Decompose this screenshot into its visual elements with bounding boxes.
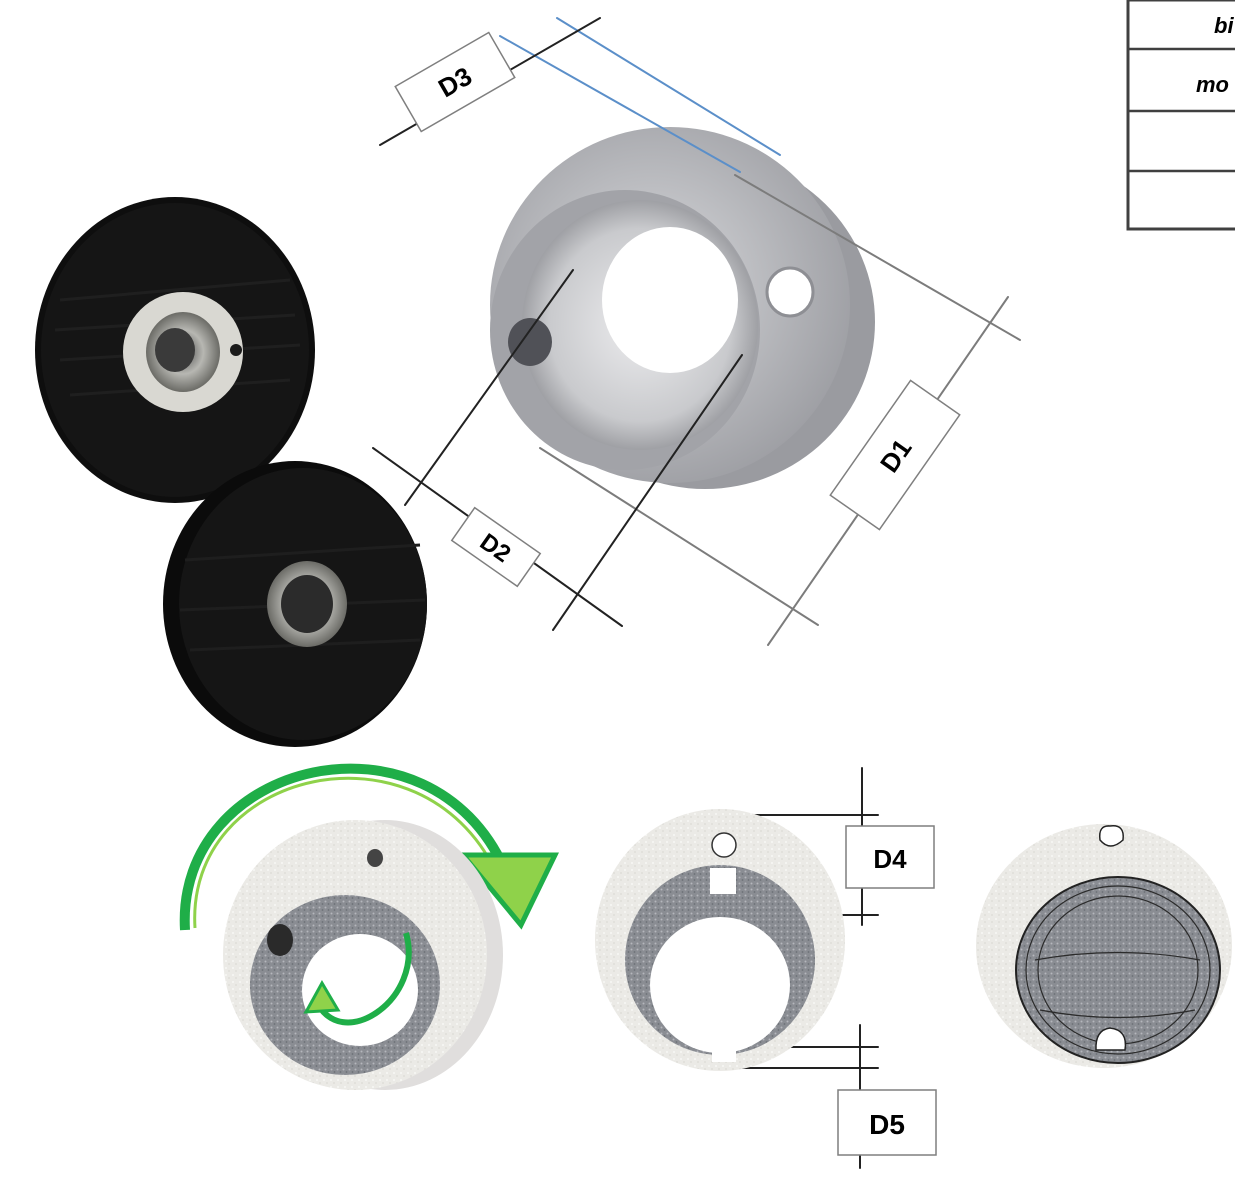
label-d5-text: D5 — [869, 1109, 905, 1140]
rubber-wheel-top — [35, 197, 315, 503]
label-d4-text: D4 — [873, 844, 907, 874]
label-d5: D5 — [837, 1089, 937, 1156]
cad-hub-part — [490, 127, 875, 489]
table-cell-row-1: bi — [1214, 13, 1234, 38]
printed-ring-left — [223, 820, 503, 1090]
rubber-wheel-bottom — [163, 461, 427, 747]
property-table: bi mo — [1126, 0, 1235, 231]
label-d3: D3 — [394, 31, 516, 133]
label-d2: D2 — [450, 506, 542, 588]
label-d1: D1 — [829, 379, 961, 531]
table-cell-row-2: mo — [1196, 72, 1229, 97]
printed-ring-right — [976, 824, 1232, 1068]
rotation-arrow-large-icon — [179, 763, 559, 931]
label-d4: D4 — [845, 825, 935, 889]
rotation-arrow-small-icon — [303, 932, 412, 1026]
printed-ring-middle — [595, 809, 845, 1071]
